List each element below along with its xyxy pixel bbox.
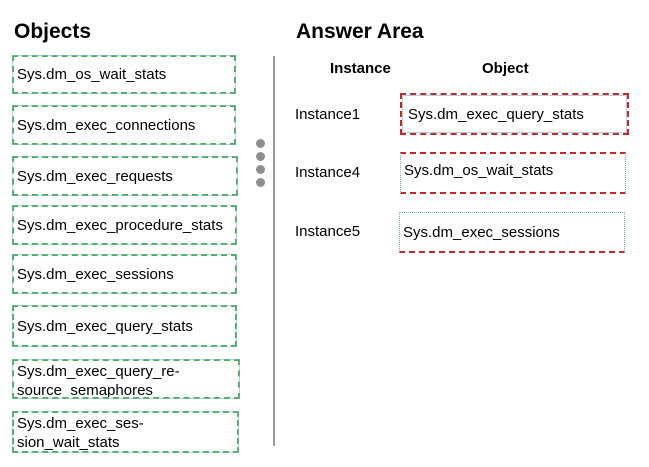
answer-slot-label: Sys.dm_exec_sessions [403,223,560,241]
answer-slot-label: Sys.dm_exec_query_stats [408,105,584,123]
column-header-instance: Instance [330,60,391,77]
answer-slot-label: Sys.dm_os_wait_stats [404,161,554,179]
answer-slot-instance5[interactable]: Sys.dm_exec_sessions [399,212,625,253]
object-item-exec-connections[interactable]: Sys.dm_exec_connections [12,105,236,145]
answer-slot-instance1[interactable]: Sys.dm_exec_query_stats [400,93,629,135]
instance-label-5: Instance5 [295,223,361,240]
column-header-object: Object [482,60,529,77]
object-item-label: Sys.dm_exec_requests [17,167,173,185]
objects-title: Objects [14,20,92,43]
object-item-exec-query-resource-semaphores[interactable]: Sys.dm_exec_query_re- source_semaphores [12,359,240,399]
object-item-os-wait-stats[interactable]: Sys.dm_os_wait_stats [12,55,236,94]
object-item-exec-sessions[interactable]: Sys.dm_exec_sessions [12,254,237,294]
object-item-exec-session-wait-stats[interactable]: Sys.dm_exec_ses- sion_wait_stats [12,411,239,453]
instance-label-1: Instance1 [295,106,361,123]
object-item-exec-requests[interactable]: Sys.dm_exec_requests [12,156,238,196]
object-item-label: Sys.dm_exec_sessions [17,265,174,283]
handle-dot [255,139,265,148]
handle-dot [255,165,265,174]
instance-label-4: Instance4 [295,164,361,181]
object-item-label: Sys.dm_exec_connections [17,116,196,134]
answer-area-title: Answer Area [296,20,424,43]
handle-dot [255,178,265,187]
object-item-exec-query-stats[interactable]: Sys.dm_exec_query_stats [12,305,237,347]
object-item-label-line2: sion_wait_stats [17,434,120,451]
object-item-label: Sys.dm_exec_query_stats [17,317,193,335]
object-item-label-line1: Sys.dm_exec_query_re- [17,363,180,380]
panel-divider [273,56,275,446]
answer-slot-instance4[interactable]: Sys.dm_os_wait_stats [400,152,626,194]
handle-dot [255,152,265,161]
object-item-label: Sys.dm_exec_procedure_stats [17,216,223,234]
object-item-label-line2: source_semaphores [17,382,153,399]
object-item-label-line1: Sys.dm_exec_ses- [17,415,144,432]
object-item-exec-procedure-stats[interactable]: Sys.dm_exec_procedure_stats [12,205,237,245]
vertical-dots-icon[interactable] [255,139,265,187]
object-item-label: Sys.dm_os_wait_stats [17,66,167,83]
